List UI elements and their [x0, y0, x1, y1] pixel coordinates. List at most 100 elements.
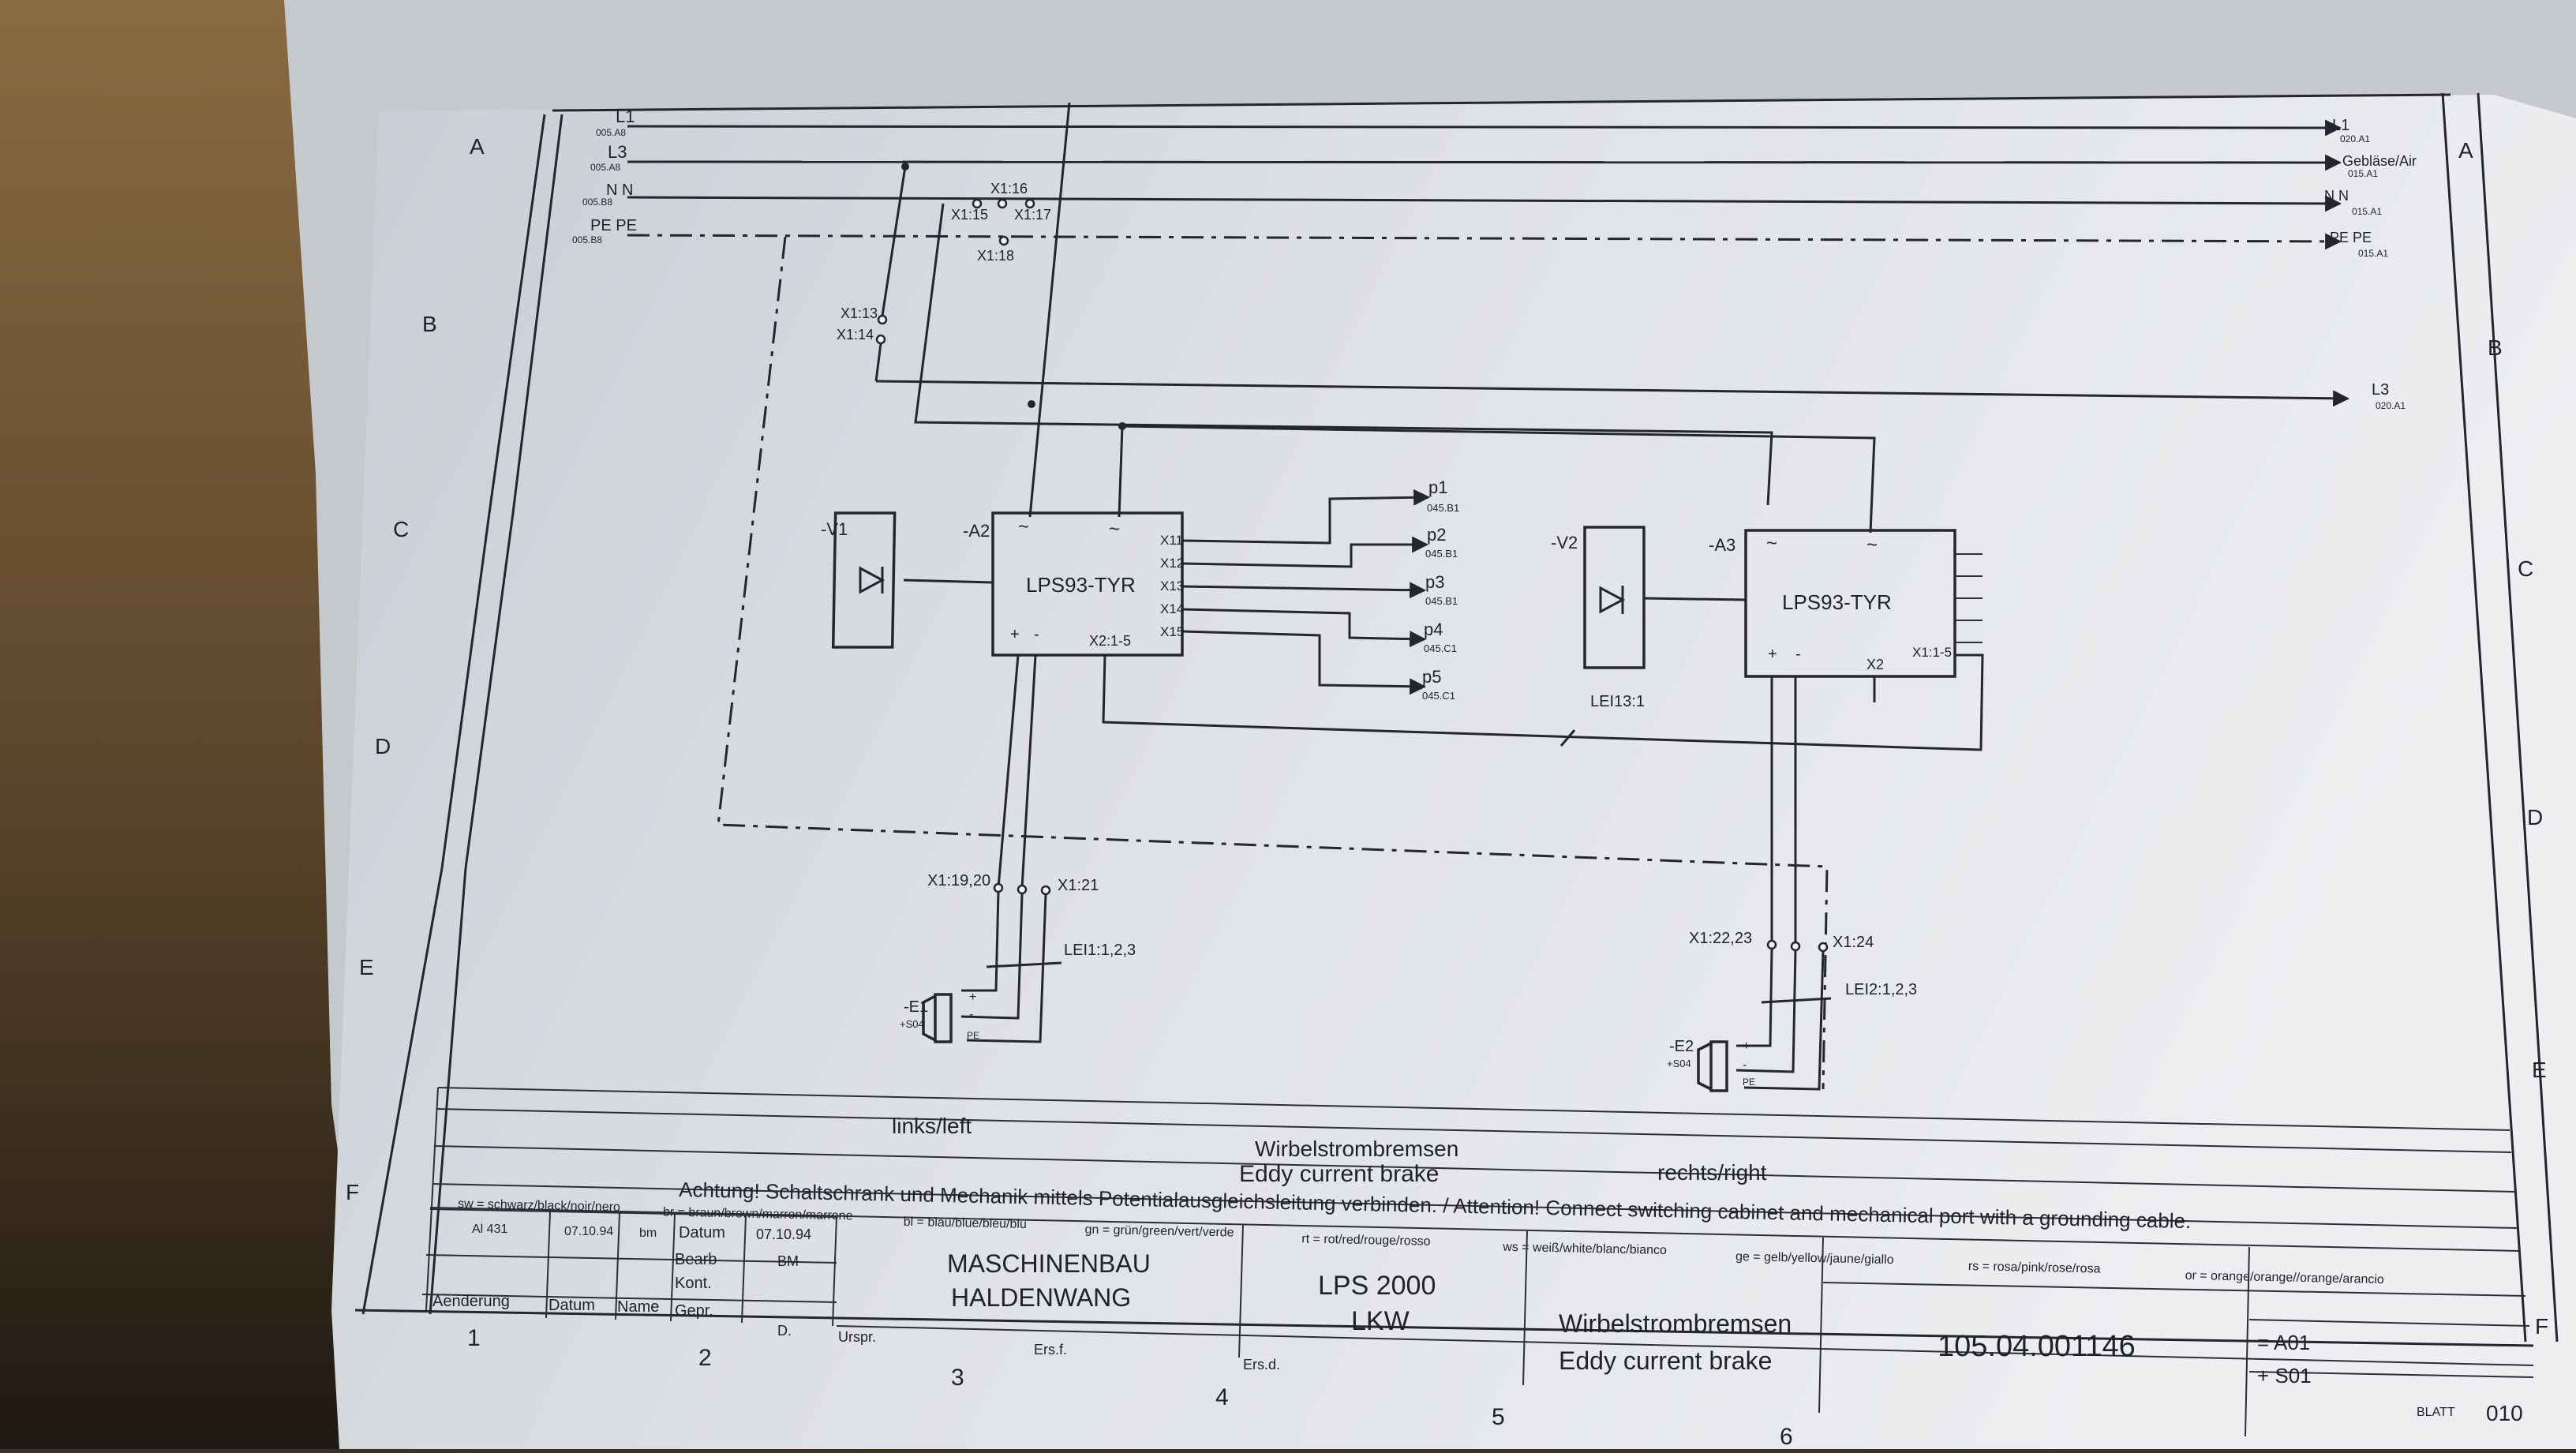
label-e2-tag: -E2 — [1669, 1038, 1694, 1055]
label-a2-x2: X2:1-5 — [1089, 633, 1131, 649]
brake-e1 — [934, 993, 953, 1043]
tb-plus-s: + S01 — [2257, 1364, 2312, 1387]
bus-l3-end-label: Gebläse/Air — [2342, 153, 2417, 169]
wire-n-to-a2 — [1118, 425, 1124, 518]
tb-col-5 — [832, 1216, 837, 1327]
tb-col-1 — [545, 1211, 551, 1319]
col-marker-3: 3 — [951, 1365, 964, 1391]
bus-l1-ref-left: 005.A8 — [596, 127, 626, 138]
strip-line-4 — [432, 1183, 2518, 1229]
bus-l1-end-label: L1 — [2332, 117, 2349, 134]
label-a3-plus: + — [1768, 646, 1777, 663]
label-v1: -V1 — [821, 519, 848, 539]
strip-line-3 — [433, 1145, 2515, 1193]
label-a2-tag: -A2 — [963, 521, 990, 541]
col-marker-5: 5 — [1492, 1404, 1505, 1430]
label-x1-15: X1:15 — [951, 207, 988, 223]
bus-n — [627, 195, 2342, 212]
label-x1-18: X1:18 — [977, 248, 1014, 264]
signal-p2-name: p2 — [1427, 525, 1446, 545]
wire-p2 — [1181, 536, 1429, 568]
signal-p4-name: p4 — [1424, 620, 1443, 639]
cc-ge: ge = gelb/yellow/jaune/giallo — [1735, 1250, 1894, 1267]
bus-n-ref-left: 005.B8 — [582, 197, 612, 208]
label-x1-14: X1:14 — [837, 327, 874, 343]
tb-row-4 — [836, 1325, 2534, 1366]
caption-left: links/left — [892, 1114, 972, 1138]
row-marker-b-right: B — [2488, 335, 2503, 360]
signal-p5-ref: 045.C1 — [1422, 690, 1455, 702]
wire-l1-drop — [1028, 102, 1071, 518]
label-a2-name: LPS93-TYR — [1026, 573, 1136, 597]
caption-center-en: Eddy current brake — [1239, 1161, 1439, 1187]
tb-product-1: LPS 2000 — [1318, 1271, 1436, 1301]
cc-rt: rt = rot/red/rouge/rosso — [1301, 1232, 1431, 1248]
col-marker-1: 1 — [467, 1325, 481, 1351]
label-e1-minus: - — [969, 1008, 973, 1021]
frame-left-outer — [361, 114, 546, 1315]
col-marker-2: 2 — [698, 1345, 712, 1371]
cc-br: br = braun/brown/marron/marrone — [663, 1205, 853, 1223]
cc-rs: rs = rosa/pink/rose/rosa — [1968, 1260, 2101, 1276]
cc-bl: bl = blau/blue/bleu/blu — [904, 1215, 1027, 1231]
tb-company-1: MASCHINENBAU — [947, 1249, 1151, 1278]
bus-pe-ref-right: 015.A1 — [2358, 248, 2388, 259]
terminal-x1-15 — [972, 198, 983, 209]
row-marker-a-left: A — [470, 134, 485, 159]
tb-col-2 — [615, 1212, 620, 1320]
wire-e2-plus — [1736, 948, 1773, 1047]
label-a3-x1: X1:1-5 — [1912, 645, 1952, 660]
tb-gepr-value: D. — [777, 1323, 792, 1339]
wire-e1-pe — [966, 893, 1047, 1043]
terminal-x1-13 — [877, 314, 888, 325]
wire-n-to-a3-b — [1120, 425, 1876, 534]
wire-l3-drop — [881, 166, 907, 316]
wire-a2-plus-e1 — [997, 654, 1020, 889]
wire-e2-pe — [1743, 950, 1825, 1091]
caption-right: rechts/right — [1657, 1160, 1767, 1185]
junction-l1-a2 — [1028, 400, 1035, 408]
bus-l3-right — [875, 380, 2350, 407]
cc-ws: ws = weiß/white/blanc/bianco — [1502, 1241, 1667, 1257]
bus-l3-ref-left: 005.A8 — [590, 162, 620, 173]
bus-l1-ref-right: 020.A1 — [2340, 133, 2370, 144]
brake-e2 — [1709, 1040, 1728, 1092]
tb-datum-value: 07.10.94 — [756, 1226, 811, 1242]
label-a3-name: LPS93-TYR — [1782, 590, 1892, 614]
signal-p4-ref: 045.C1 — [1424, 642, 1457, 654]
signal-p2-ref: 045.B1 — [1425, 548, 1458, 560]
label-e1-plus: + — [969, 991, 976, 1004]
tb-kont-label: Kont. — [675, 1275, 712, 1292]
label-a2-x13: X13 — [1160, 579, 1184, 594]
wire-e1-plus — [961, 891, 1000, 992]
tb-datum-label: Datum — [679, 1224, 725, 1241]
frame-left-inner — [429, 114, 564, 1315]
col-marker-6: 6 — [1780, 1424, 1793, 1449]
module-a3 — [1744, 529, 1956, 678]
tb-rev-date: 07.10.94 — [564, 1225, 613, 1238]
bus-n-ref-right: 015.A1 — [2352, 206, 2382, 217]
tb-drawing-no: 105.04.001146 — [1938, 1330, 2136, 1363]
module-a2 — [991, 511, 1184, 657]
label-a3-tag: -A3 — [1709, 535, 1735, 555]
label-e1-pe: PE — [967, 1030, 979, 1041]
strip-line-5 — [429, 1207, 2520, 1252]
bus-l3-ref-right: 015.A1 — [2348, 168, 2378, 179]
color-code-legend: sw = schwarz/black/noir/nero br = braun/… — [458, 1197, 2384, 1286]
label-x1-21: X1:21 — [1058, 877, 1099, 894]
label-a2-minus: - — [1034, 626, 1039, 643]
tb-desc-2: Eddy current brake — [1559, 1346, 1772, 1375]
tb-aenderung: Aenderung — [432, 1293, 510, 1310]
tb-row-7 — [2248, 1319, 2530, 1327]
signal-p5-name: p5 — [1422, 667, 1441, 687]
label-e1-loc: +S04 — [900, 1018, 924, 1030]
bus-n-label: N N — [606, 182, 633, 199]
row-marker-e-right: E — [2532, 1058, 2547, 1082]
brake-e2-shape — [1697, 1042, 1712, 1091]
terminal-x1-24 — [1818, 942, 1829, 953]
tb-plus-a: = A01 — [2257, 1331, 2310, 1354]
terminal-x1-21 — [1040, 885, 1051, 896]
signal-p1-ref: 045.B1 — [1427, 502, 1459, 514]
col-marker-4: 4 — [1215, 1384, 1229, 1410]
